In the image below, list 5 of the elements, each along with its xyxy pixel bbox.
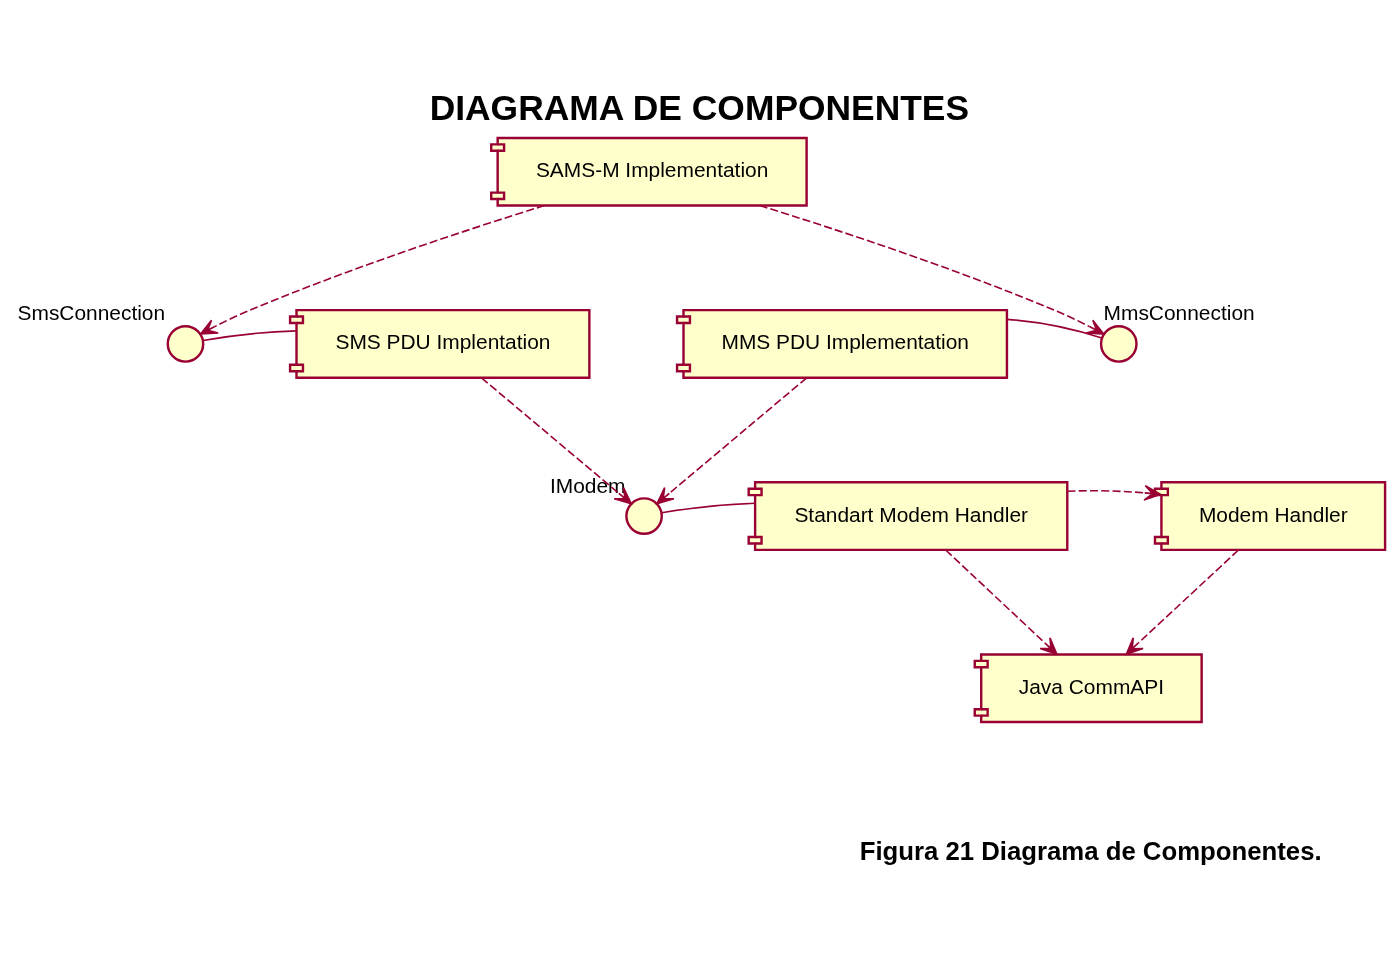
node-label: MmsConnection xyxy=(1103,300,1255,324)
node-label: IModem xyxy=(550,473,626,497)
node-label: SmsConnection xyxy=(17,300,166,324)
diagram-title: DIAGRAMA DE COMPONENTES xyxy=(429,87,970,128)
caption: Figura 21 Diagrama de Componentes. xyxy=(859,836,1322,865)
